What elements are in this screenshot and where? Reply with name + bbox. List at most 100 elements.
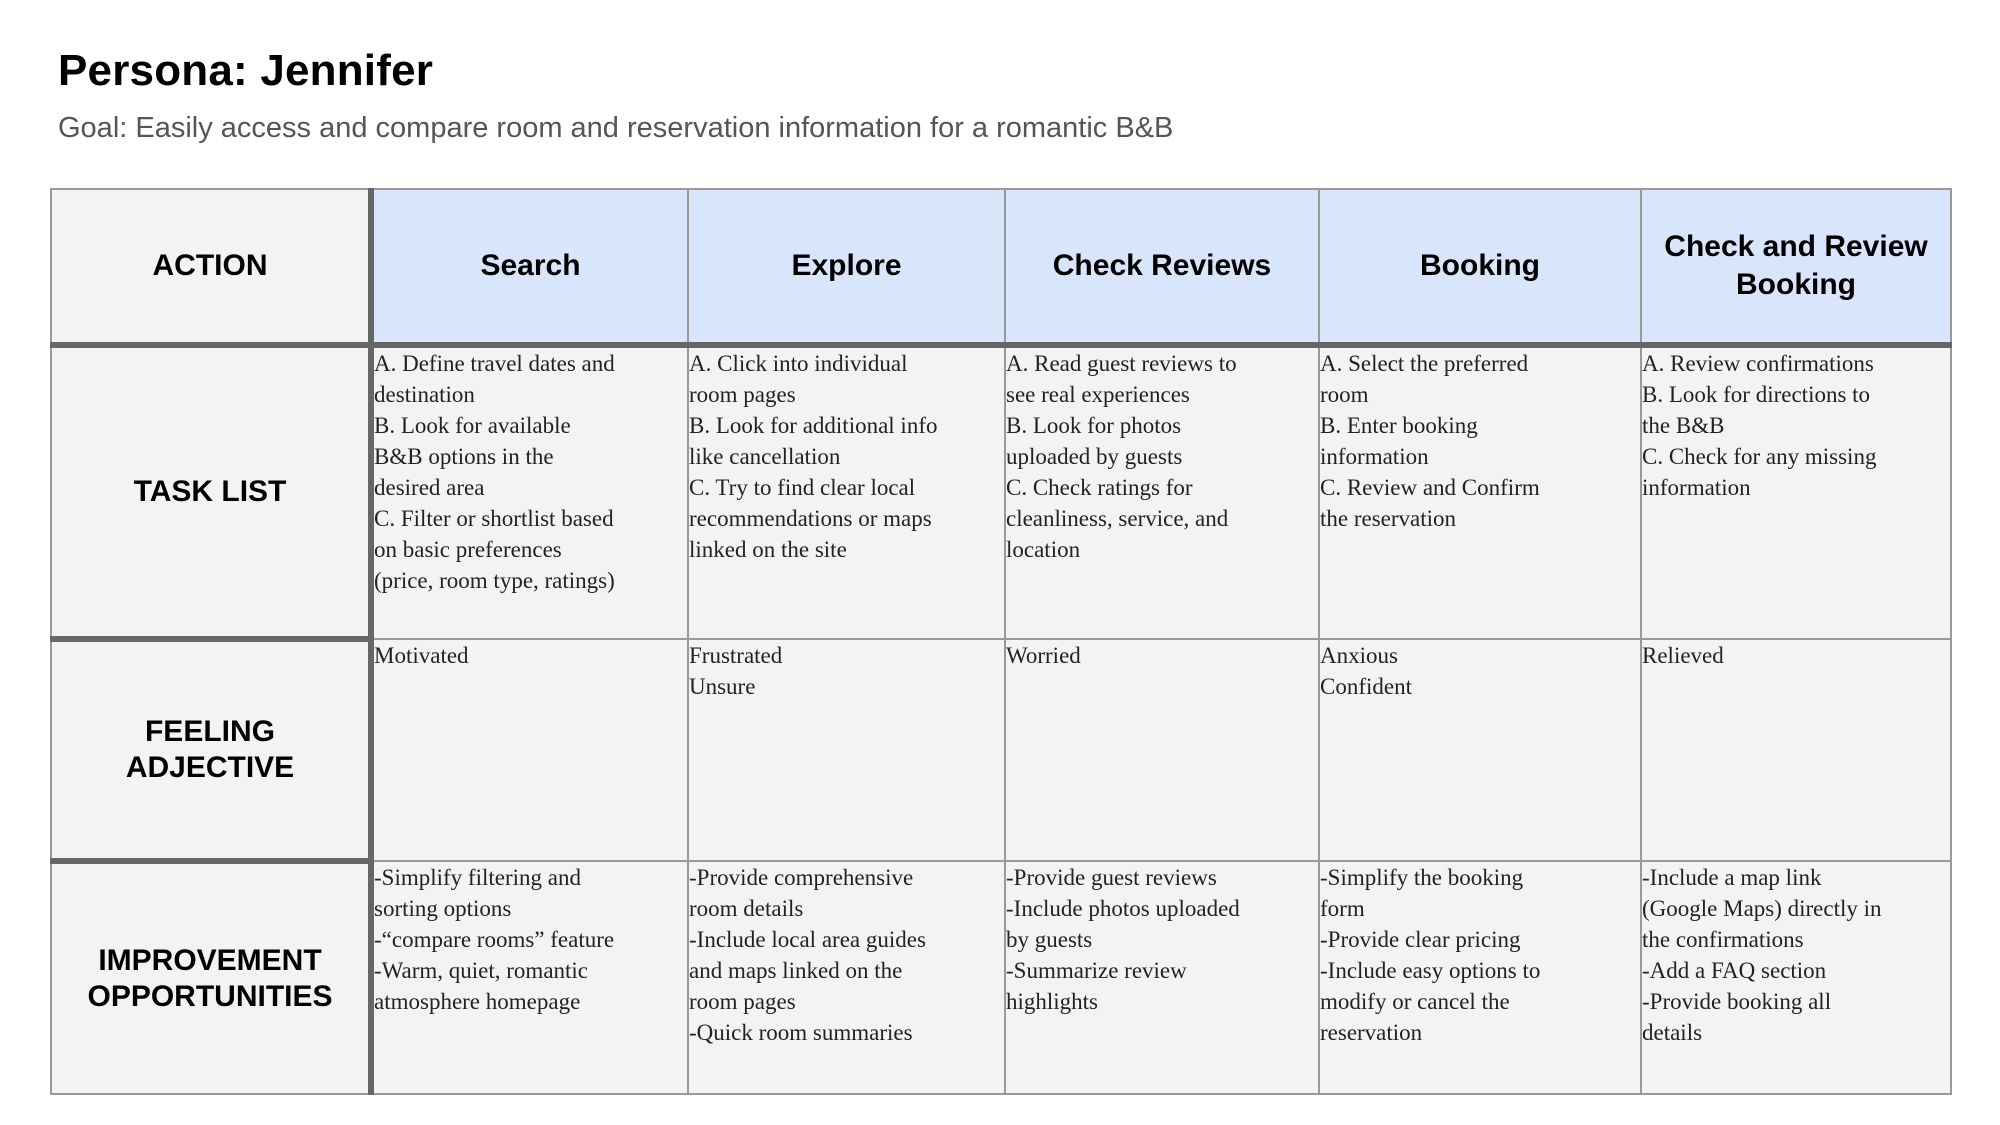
stage-header-line: Check and Review — [1664, 230, 1928, 263]
cell-text-line: B&B options in the — [374, 444, 554, 469]
cell-text-line: B. Look for available — [374, 413, 571, 438]
cell-text-line: atmosphere homepage — [374, 989, 581, 1014]
row-label-line: FEELING — [144, 715, 275, 748]
cell-text-line: -Simplify filtering and — [374, 865, 581, 890]
cell-text-line: -Provide booking all — [1642, 989, 1832, 1014]
cell-text-line: C. Filter or shortlist based — [374, 506, 614, 531]
stage-header-line: Booking — [1736, 268, 1856, 301]
cell-text-line: C. Check for any missing — [1642, 444, 1877, 469]
cell-text-line: the B&B — [1642, 413, 1725, 438]
cell-text-line: sorting options — [374, 896, 512, 921]
cell-text-line: modify or cancel the — [1320, 989, 1510, 1014]
cell-text-line: A. Read guest reviews to — [1006, 351, 1237, 376]
cell-text-line: Anxious — [1320, 643, 1398, 668]
stage-header-check-and-review-booking: Check and Review Booking — [1640, 188, 1952, 348]
improvement-cell-booking: -Simplify the booking form -Provide clear … — [1318, 860, 1642, 1095]
cell-text-line: A. Define travel dates and — [374, 351, 615, 376]
cell-text-line: -Include easy options to — [1320, 958, 1541, 983]
cell-text-line: B. Look for additional info — [689, 413, 938, 438]
cell-text-line: B. Look for photos — [1006, 413, 1182, 438]
cell-text-line: C. Check ratings for — [1006, 475, 1193, 500]
cell-text-line: like cancellation — [689, 444, 841, 469]
cell-text-line: -“compare rooms” feature — [374, 927, 615, 952]
task-cell-check-reviews: A. Read guest reviews to see real experie… — [1004, 344, 1320, 640]
cell-text-line: the confirmations — [1642, 927, 1804, 952]
cell-text-line: Unsure — [689, 674, 756, 699]
cell-text-line: (Google Maps) directly in — [1642, 896, 1882, 921]
cell-text-line: (price, room type, ratings) — [374, 568, 615, 593]
cell-text-line: -Warm, quiet, romantic — [374, 958, 589, 983]
cell-text-line: cleanliness, service, and — [1006, 506, 1229, 531]
cell-text-line: desired area — [374, 475, 485, 500]
cell-text-line: Confident — [1320, 674, 1412, 699]
stage-header-booking: Booking — [1318, 188, 1642, 348]
cell-text-line: and maps linked on the — [689, 958, 903, 983]
cell-text-line: -Provide guest reviews — [1006, 865, 1217, 890]
feeling-cell-check-and-review-booking: Relieved — [1640, 638, 1952, 862]
page-title: Persona: Jennifer — [58, 46, 434, 95]
cell-text-line: A. Review confirmations — [1642, 351, 1874, 376]
cell-text-line: C. Review and Confirm — [1320, 475, 1540, 500]
cell-text-line: -Provide clear pricing — [1320, 927, 1521, 952]
cell-text-line: destination — [374, 382, 475, 407]
task-cell-explore: A. Click into individual room pages B. Loo… — [687, 344, 1006, 640]
journey-map-table: ACTION Search Explore Check Reviews Book… — [50, 188, 1952, 1095]
cell-text-line: by guests — [1006, 927, 1093, 952]
cell-text-line: -Quick room summaries — [689, 1020, 913, 1045]
cell-text-line: Motivated — [374, 643, 469, 668]
cell-text-line: recommendations or maps — [689, 506, 932, 531]
improvement-cell-check-reviews: -Provide guest reviews -Include photos up… — [1004, 860, 1320, 1095]
improvement-cell-check-and-review-booking: -Include a map link (Google Maps) directl… — [1640, 860, 1952, 1095]
cell-text-line: on basic preferences — [374, 537, 562, 562]
cell-text-line: -Provide comprehensive — [689, 865, 914, 890]
cell-text-line: -Include a map link — [1642, 865, 1822, 890]
improvement-row: IMPROVEMENT OPPORTUNITIES -Simplify filt… — [50, 860, 1952, 1095]
header-row: ACTION Search Explore Check Reviews Book… — [50, 188, 1952, 348]
cell-text-line: -Simplify the booking — [1320, 865, 1524, 890]
task-cell-search: A. Define travel dates and destination B. … — [370, 344, 689, 640]
improvement-cell-search: -Simplify filtering and sorting options -“… — [370, 860, 689, 1095]
feeling-cell-search: Motivated — [370, 638, 689, 862]
task-list-row: TASK LIST A. Define travel dates and dest… — [50, 344, 1952, 642]
row-label-task-list: TASK LIST — [50, 344, 374, 642]
cell-text-line: linked on the site — [689, 537, 847, 562]
row-label-improvement-opportunities: IMPROVEMENT OPPORTUNITIES — [50, 860, 374, 1095]
cell-text-line: details — [1642, 1020, 1703, 1045]
cell-text-line: see real experiences — [1006, 382, 1190, 407]
cell-text-line: A. Select the preferred — [1320, 351, 1529, 376]
cell-text-line: room — [1320, 382, 1369, 407]
cell-text-line: room pages — [689, 989, 796, 1014]
cell-text-line: reservation — [1320, 1020, 1423, 1045]
cell-text-line: -Add a FAQ section — [1642, 958, 1827, 983]
cell-text-line: Relieved — [1642, 643, 1724, 668]
stage-header-search: Search — [370, 188, 689, 348]
cell-text-line: A. Click into individual — [689, 351, 908, 376]
cell-text-line: location — [1006, 537, 1081, 562]
feeling-cell-check-reviews: Worried — [1004, 638, 1320, 862]
improvement-cell-explore: -Provide comprehensive room details -Inclu… — [687, 860, 1006, 1095]
cell-text-line: -Include photos uploaded — [1006, 896, 1240, 921]
cell-text-line: information — [1642, 475, 1751, 500]
stage-header-explore: Explore — [687, 188, 1006, 348]
cell-text-line: -Summarize review — [1006, 958, 1187, 983]
row-label-action: ACTION — [50, 188, 374, 348]
cell-text-line: Frustrated — [689, 643, 783, 668]
cell-text-line: B. Look for directions to — [1642, 382, 1871, 407]
cell-text-line: -Include local area guides — [689, 927, 926, 952]
cell-text-line: Worried — [1006, 643, 1081, 668]
row-label-line: IMPROVEMENT — [98, 943, 322, 977]
cell-text-line: the reservation — [1320, 506, 1457, 531]
cell-text-line: form — [1320, 896, 1365, 921]
goal-statement: Goal: Easily access and compare room and… — [58, 112, 1174, 144]
task-cell-booking: A. Select the preferred room B. Enter book… — [1318, 344, 1642, 640]
cell-text-line: room details — [689, 896, 804, 921]
cell-text-line: highlights — [1006, 989, 1099, 1014]
cell-text-line: room pages — [689, 382, 796, 407]
cell-text-line: uploaded by guests — [1006, 444, 1183, 469]
cell-text-line: B. Enter booking — [1320, 413, 1478, 438]
cell-text-line: C. Try to find clear local — [689, 475, 916, 500]
row-label-line: OPPORTUNITIES — [87, 979, 333, 1013]
